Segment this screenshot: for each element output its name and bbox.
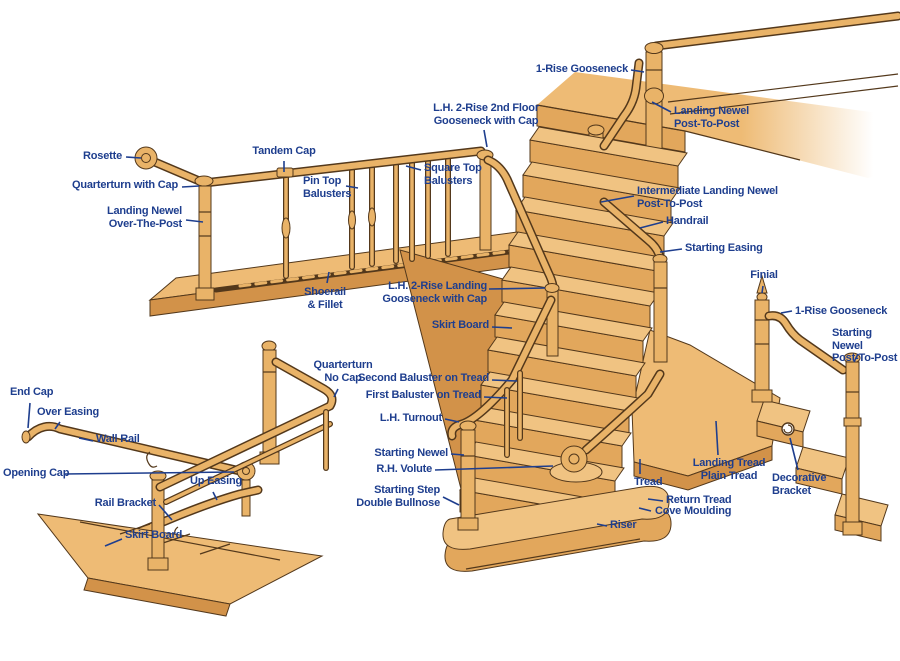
label-landing-newel-otp: Landing Newel Over-The-Post <box>106 205 182 230</box>
handrail-and-easing <box>599 197 668 363</box>
label-decorative-bracket: Decorative Bracket <box>772 472 827 497</box>
label-second-baluster: Second Baluster on Tread <box>358 372 489 384</box>
label-quarterturn-no-cap: Quarterturn No Cap <box>313 359 373 384</box>
starting-step <box>442 485 672 572</box>
label-opening-cap: Opening Cap <box>3 467 70 479</box>
label-return-tread: Return Tread <box>666 494 732 506</box>
starting-newel-and-volute <box>457 369 665 531</box>
landing-newel-over-the-post <box>198 185 212 291</box>
label-starting-step: Starting Step Double Bullnose <box>356 484 440 509</box>
label-wall-rail: Wall Rail <box>96 433 140 445</box>
right-starting-newel <box>842 352 863 536</box>
label-gooseneck-2rise-landing: L.H. 2-Rise Landing Gooseneck with Cap <box>382 280 487 305</box>
side-steps <box>756 399 889 542</box>
label-rosette: Rosette <box>83 150 122 162</box>
tandem-cap <box>276 167 294 178</box>
label-square-top-balusters: Square Top Balusters <box>424 162 482 187</box>
quarterturn-with-cap <box>194 175 214 187</box>
right-gooseneck-rail <box>764 311 848 375</box>
label-starting-newel: Starting Newel <box>374 447 448 459</box>
top-gooseneck-rail <box>599 58 644 151</box>
label-rail-bracket: Rail Bracket <box>94 497 156 509</box>
label-quarterturn-with-cap: Quarterturn with Cap <box>71 179 178 191</box>
label-gooseneck-2rise-2nd-floor: L.H. 2-Rise 2nd Floor Gooseneck with Cap <box>433 102 539 127</box>
rail-bracket <box>146 451 158 468</box>
label-pin-top-balusters: Pin Top Balusters <box>303 175 352 200</box>
label-rh-volute: R.H. Volute <box>376 463 432 475</box>
label-end-cap: End Cap <box>10 386 54 398</box>
finial-newel <box>751 274 773 403</box>
label-skirt-board-center: Skirt Board <box>431 319 489 331</box>
label-starting-easing: Starting Easing <box>685 242 763 254</box>
label-landing-tread: Landing Tread Plain Tread <box>692 457 766 482</box>
label-lh-turnout: L.H. Turnout <box>379 412 442 424</box>
label-up-easing: Up Easing <box>190 475 242 487</box>
label-riser: Riser <box>610 519 637 531</box>
label-starting-newel-ptp: Starting Newel Post-To-Post <box>832 327 898 365</box>
skirt-board-wedge <box>36 470 324 617</box>
label-intermediate-landing-newel: Intermediate Landing Newel Post-To-Post <box>637 185 778 210</box>
label-first-baluster: First Baluster on Tread <box>365 389 481 401</box>
label-skirt-board-left: Skirt Board <box>125 529 183 541</box>
label-finial: Finial <box>750 269 778 281</box>
label-landing-newel-ptp: Landing Newel Post-To-Post <box>674 105 750 130</box>
label-gooseneck-1rise-top: 1-Rise Gooseneck <box>535 63 628 75</box>
leader-lines <box>27 69 859 547</box>
end-cap <box>21 430 31 444</box>
label-tandem-cap: Tandem Cap <box>252 145 316 157</box>
label-tread: Tread <box>634 476 663 488</box>
label-handrail: Handrail <box>666 215 709 227</box>
label-shoerail-fillet: Shoerail & Fillet <box>304 286 346 311</box>
label-cove-moulding: Cove Moulding <box>655 505 732 517</box>
balcony-balustrade <box>134 146 486 301</box>
quarterturn-assembly <box>155 340 337 505</box>
label-over-easing: Over Easing <box>37 406 99 418</box>
label-gooseneck-1rise-right: 1-Rise Gooseneck <box>795 305 888 317</box>
